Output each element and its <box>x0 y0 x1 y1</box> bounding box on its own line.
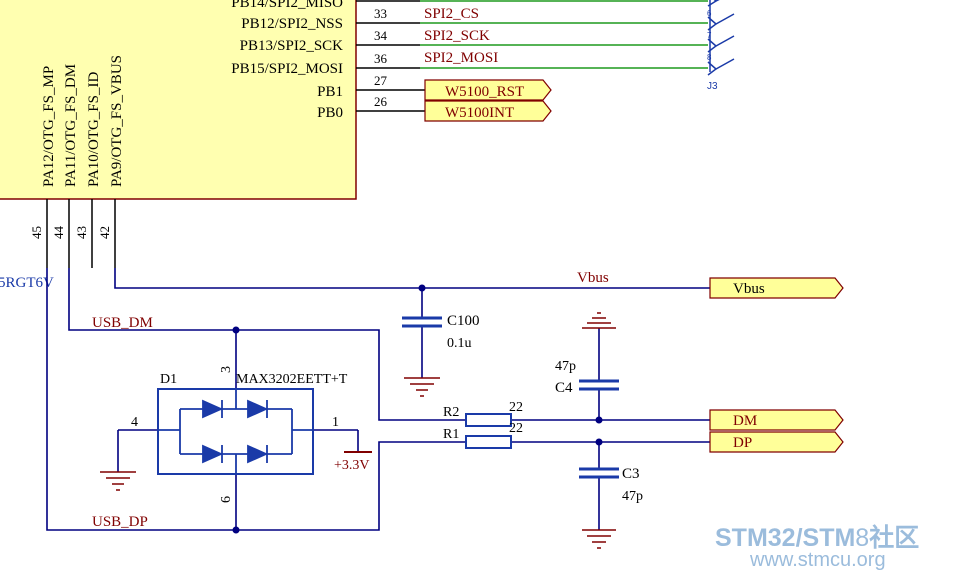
port-w5100-rst-label: W5100_RST <box>445 84 524 100</box>
port-dm-label: DM <box>733 413 757 429</box>
pin-name-pa11: PA11/OTG_FS_DM <box>63 64 79 187</box>
pin-number-33: 33 <box>374 6 387 21</box>
pin-number-34: 34 <box>374 28 388 43</box>
pin-name-pb13: PB13/SPI2_SCK <box>240 38 344 54</box>
net-label-vbus: Vbus <box>577 270 609 286</box>
j3-pin-6: 6 <box>707 9 712 18</box>
ground-symbol-c100 <box>404 377 440 397</box>
r1-value: 22 <box>509 421 523 436</box>
d1-diode-array <box>158 389 313 474</box>
pin-number-26: 26 <box>374 94 388 109</box>
capacitor-c4 <box>579 379 619 391</box>
watermark: STM32/STM8社区 www.stmcu.org <box>715 523 919 571</box>
pin-number-27: 27 <box>374 73 388 88</box>
net-label-spi2-sck: SPI2_SCK <box>424 28 490 44</box>
pin-name-pa10: PA10/OTG_FS_ID <box>86 72 102 187</box>
d1-pin-1: 1 <box>332 415 339 430</box>
watermark-stm32: STM32/STM <box>715 524 855 552</box>
ground-symbol-c4 <box>582 312 616 329</box>
port-dp: DP <box>709 431 844 453</box>
pin-name-pb0: PB0 <box>317 105 343 121</box>
c3-value: 47p <box>622 489 643 504</box>
c3-designator: C3 <box>622 466 640 482</box>
c100-designator: C100 <box>447 313 480 329</box>
ground-symbol-c3 <box>582 529 616 549</box>
port-w5100-rst: W5100_RST <box>424 79 552 101</box>
mcu-chip-body <box>0 0 357 200</box>
capacitor-c3 <box>579 467 619 479</box>
port-dp-label: DP <box>733 435 752 451</box>
pin-name-pa12: PA12/OTG_FS_MP <box>41 66 57 187</box>
c4-value: 47p <box>555 359 576 374</box>
pin-number-42: 42 <box>97 226 112 239</box>
pin-name-pb15: PB15/SPI2_MOSI <box>231 61 343 77</box>
d1-pin-4: 4 <box>131 415 138 430</box>
net-label-usb-dp: USB_DP <box>92 514 148 530</box>
r2-value: 22 <box>509 400 523 415</box>
net-label-spi2-cs: SPI2_CS <box>424 6 479 22</box>
resistor-r1 <box>465 435 512 449</box>
pin-number-45: 45 <box>29 226 44 239</box>
pin-name-pa9: PA9/OTG_FS_VBUS <box>109 55 125 187</box>
watermark-8: 8 <box>855 524 869 552</box>
svg-text:STM32/STM8社区: STM32/STM8社区 <box>715 523 919 552</box>
port-w5100-int: W5100INT <box>424 100 552 122</box>
net-label-spi2-mosi: SPI2_MOSI <box>424 50 498 66</box>
watermark-cn: 社区 <box>869 523 919 552</box>
pin-name-pb12: PB12/SPI2_NSS <box>241 16 343 32</box>
connector-j3 <box>707 0 735 76</box>
j3-pin-8: 8 <box>707 53 712 62</box>
port-vbus: Vbus <box>709 277 844 299</box>
j3-pin-7: 7 <box>707 31 712 40</box>
r1-designator: R1 <box>443 427 459 442</box>
supply-label-3v3: +3.3V <box>334 458 370 473</box>
port-w5100-int-label: W5100INT <box>445 105 514 121</box>
pin-number-44: 44 <box>51 226 66 240</box>
port-dm: DM <box>709 409 844 431</box>
d1-part-number: MAX3202EETT+T <box>236 372 348 387</box>
pin-name-pb1: PB1 <box>317 84 343 100</box>
resistor-r2 <box>465 413 512 427</box>
pin-name-pb14: PB14/SPI2_MISO <box>231 0 343 11</box>
pin-number-36: 36 <box>374 51 388 66</box>
c100-value: 0.1u <box>447 336 472 351</box>
d1-pin-6: 6 <box>219 496 234 503</box>
r2-designator: R2 <box>443 405 459 420</box>
d1-designator: D1 <box>160 372 177 387</box>
net-label-usb-dm: USB_DM <box>92 315 153 331</box>
j3-designator: J3 <box>707 81 718 92</box>
watermark-url: www.stmcu.org <box>749 549 886 571</box>
c4-designator: C4 <box>555 380 573 396</box>
chip-part-suffix: 5RGT6V <box>0 275 54 291</box>
d1-pin-3: 3 <box>219 366 234 373</box>
port-vbus-label: Vbus <box>733 281 765 297</box>
pin-number-43: 43 <box>74 226 89 239</box>
capacitor-c100 <box>402 316 442 328</box>
ground-symbol-d1 <box>100 471 136 491</box>
